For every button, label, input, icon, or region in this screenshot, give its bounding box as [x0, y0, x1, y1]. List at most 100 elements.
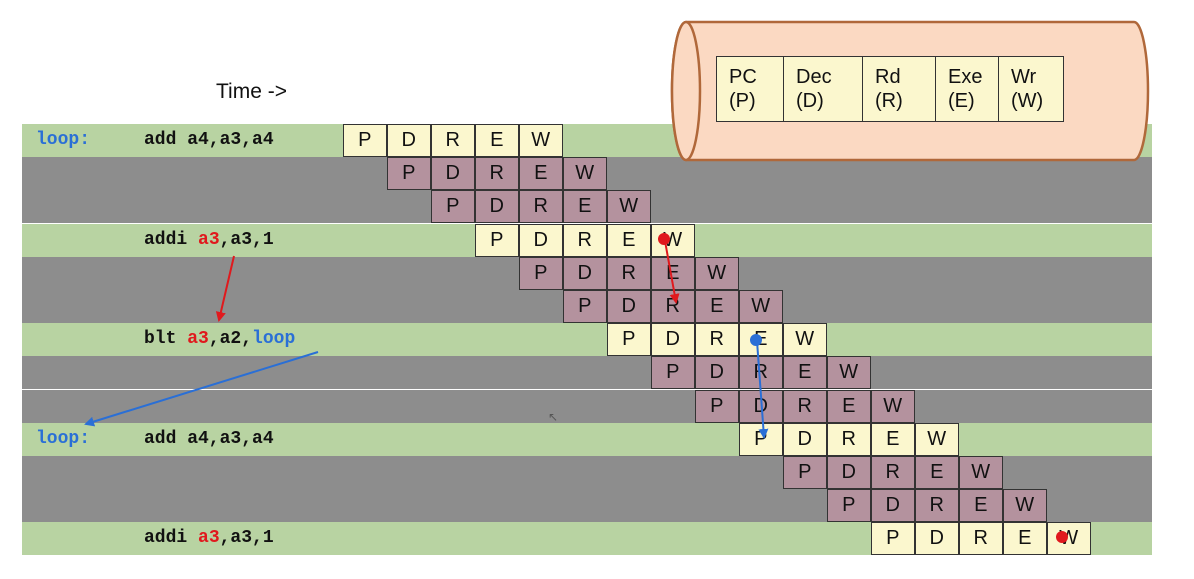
mouse-pointer-icon: ↖ — [548, 410, 559, 424]
stage-cell: W — [519, 124, 563, 157]
stage-cell: R — [915, 489, 959, 523]
stage-cell: P — [739, 422, 783, 456]
stage-cell: D — [607, 290, 651, 323]
stage-cell: W — [1003, 489, 1047, 523]
stage-cell: D — [783, 422, 827, 456]
legend-stage-name: Wr — [1011, 66, 1037, 88]
stage-cell: D — [519, 223, 563, 257]
instruction-text: addi a3,a3,1 — [144, 224, 274, 257]
register-operand: a3 — [198, 528, 220, 549]
instruction-text: blt a3,a2,loop — [144, 323, 295, 356]
stage-cell: P — [387, 157, 431, 191]
instruction-row — [22, 323, 1152, 357]
stage-cell: R — [739, 356, 783, 390]
instruction-label: loop: — [36, 423, 90, 456]
cylinder-left-cap — [670, 20, 702, 162]
legend-stage-name: Rd — [875, 66, 901, 88]
stage-cell: E — [607, 223, 651, 257]
instruction-text: add a4,a3,a4 — [144, 124, 274, 157]
stage-cell: W — [915, 422, 959, 456]
legend-stage: Wr(W) — [998, 56, 1064, 122]
legend-stage-name: Dec — [796, 66, 832, 88]
stage-cell: W — [827, 356, 871, 390]
stage-cell: R — [431, 124, 475, 157]
stage-cell: R — [783, 389, 827, 423]
instruction-fragment: addi — [144, 229, 199, 250]
stage-cell: W — [695, 256, 739, 290]
stage-cell: P — [783, 456, 827, 489]
stage-cell: E — [827, 389, 871, 423]
stage-cell: R — [651, 290, 695, 323]
register-operand: a3 — [187, 329, 209, 350]
legend-row: PC(P)Dec(D)Rd(R)Exe(E)Wr(W) — [716, 56, 1064, 122]
stage-cell: E — [739, 323, 783, 357]
stage-cell: P — [871, 522, 915, 556]
legend-stage-name: Exe — [948, 66, 983, 88]
stage-cell: R — [563, 223, 607, 257]
stage-cell: R — [607, 256, 651, 290]
time-axis-label: Time -> — [216, 80, 287, 103]
stage-cell: R — [475, 157, 519, 191]
instruction-fragment: ,a3,1 — [219, 229, 274, 250]
stage-cell: D — [563, 256, 607, 290]
stage-cell: D — [475, 190, 519, 224]
instruction-fragment: add a4,a3,a4 — [144, 428, 274, 449]
instruction-row — [22, 389, 1152, 423]
stage-cell: E — [651, 256, 695, 290]
stage-cell: P — [519, 256, 563, 290]
legend-stage-name: PC — [729, 66, 757, 88]
instruction-fragment: blt — [144, 329, 188, 350]
stage-cell: E — [519, 157, 563, 191]
stage-cell: R — [827, 422, 871, 456]
stage-cell: W — [1047, 522, 1091, 556]
stage-cell: R — [871, 456, 915, 489]
instruction-fragment: addi — [144, 528, 199, 549]
stage-cell: R — [695, 323, 739, 357]
stage-cell: R — [519, 190, 563, 224]
legend-stage-abbr: (R) — [875, 90, 903, 112]
stage-cell: D — [651, 323, 695, 357]
legend-stage-abbr: (E) — [948, 90, 975, 112]
stage-cell: W — [959, 456, 1003, 489]
loop-label: loop: — [36, 428, 91, 449]
legend-stage: PC(P) — [716, 56, 784, 122]
stage-cell: E — [695, 290, 739, 323]
instruction-fragment: add a4,a3,a4 — [144, 130, 274, 150]
stage-cell: W — [607, 190, 651, 224]
stage-cell: R — [959, 522, 1003, 556]
stage-cell: W — [783, 323, 827, 357]
legend-stage: Rd(R) — [862, 56, 936, 122]
instruction-fragment: ,a3,1 — [219, 528, 274, 549]
stage-cell: W — [871, 389, 915, 423]
legend-stage-abbr: (W) — [1011, 90, 1044, 112]
loop-label: loop: — [36, 130, 91, 150]
register-operand: a3 — [198, 229, 220, 250]
stage-cell: W — [739, 290, 783, 323]
stage-cell: E — [959, 489, 1003, 523]
stage-cell: P — [343, 124, 387, 157]
stage-cell: P — [651, 356, 695, 390]
instruction-label: loop: — [36, 124, 90, 157]
legend-stage: Exe(E) — [935, 56, 999, 122]
instruction-text: addi a3,a3,1 — [144, 522, 274, 555]
stage-cell: E — [783, 356, 827, 390]
stage-cell: D — [915, 522, 959, 556]
stage-cell: D — [827, 456, 871, 489]
pipeline-stage-legend: PC(P)Dec(D)Rd(R)Exe(E)Wr(W) — [716, 56, 1064, 122]
stage-cell: D — [695, 356, 739, 390]
stage-cell: P — [607, 323, 651, 357]
stage-cell: W — [563, 157, 607, 191]
stage-cell: E — [475, 124, 519, 157]
legend-stage-abbr: (D) — [796, 90, 824, 112]
stage-cell: P — [431, 190, 475, 224]
branch-target: loop — [252, 329, 296, 350]
stage-cell: D — [739, 389, 783, 423]
stage-cell: P — [827, 489, 871, 523]
stage-cell: D — [431, 157, 475, 191]
legend-stage: Dec(D) — [783, 56, 863, 122]
stage-cell: E — [871, 422, 915, 456]
stage-cell: W — [651, 223, 695, 257]
stage-cell: D — [871, 489, 915, 523]
legend-stage-abbr: (P) — [729, 90, 756, 112]
instruction-fragment: ,a2, — [208, 329, 253, 350]
